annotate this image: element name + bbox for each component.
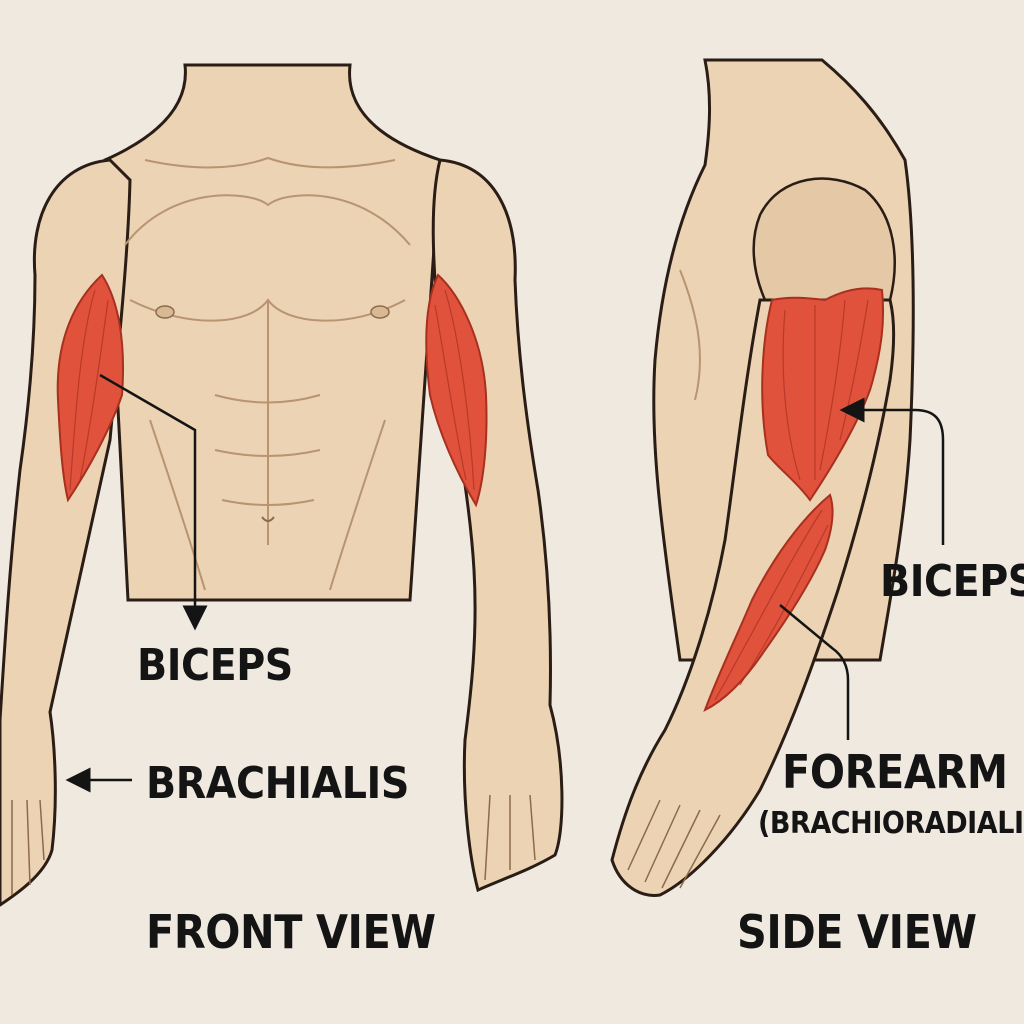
front-biceps-leader <box>99 373 208 631</box>
front-brachialis-label: BRACHIALIS <box>146 758 409 809</box>
side-forearm-leader <box>779 604 850 740</box>
side-shoulder <box>752 177 896 302</box>
front-left-biceps-fibers <box>69 289 109 491</box>
front-left-arm <box>0 158 132 907</box>
side-biceps-leader <box>839 397 945 545</box>
side-hand-lines <box>627 799 721 889</box>
side-biceps-fibers <box>782 299 869 481</box>
front-left-biceps-muscle <box>56 273 125 503</box>
front-biceps-label: BICEPS <box>137 640 293 691</box>
front-navel <box>261 516 275 522</box>
front-right-nipple <box>370 305 390 319</box>
side-forearm-fibers <box>714 509 829 701</box>
side-biceps-label: BICEPS <box>880 556 1024 607</box>
front-right-biceps-fibers <box>434 289 475 491</box>
front-left-hand-lines <box>11 799 45 895</box>
front-left-nipple <box>155 305 175 319</box>
front-right-arm <box>431 158 564 893</box>
front-torso <box>103 63 442 602</box>
front-view-title: FRONT VIEW <box>146 905 436 959</box>
front-right-hand-lines <box>484 794 536 881</box>
side-forearm-label: FOREARM <box>782 745 1008 799</box>
side-view-figure <box>610 58 915 897</box>
front-collarbones <box>144 156 396 169</box>
side-view-title: SIDE VIEW <box>737 905 977 959</box>
front-ab-lines <box>149 300 386 591</box>
side-chest-line <box>679 269 701 401</box>
front-view-figure <box>0 63 564 907</box>
